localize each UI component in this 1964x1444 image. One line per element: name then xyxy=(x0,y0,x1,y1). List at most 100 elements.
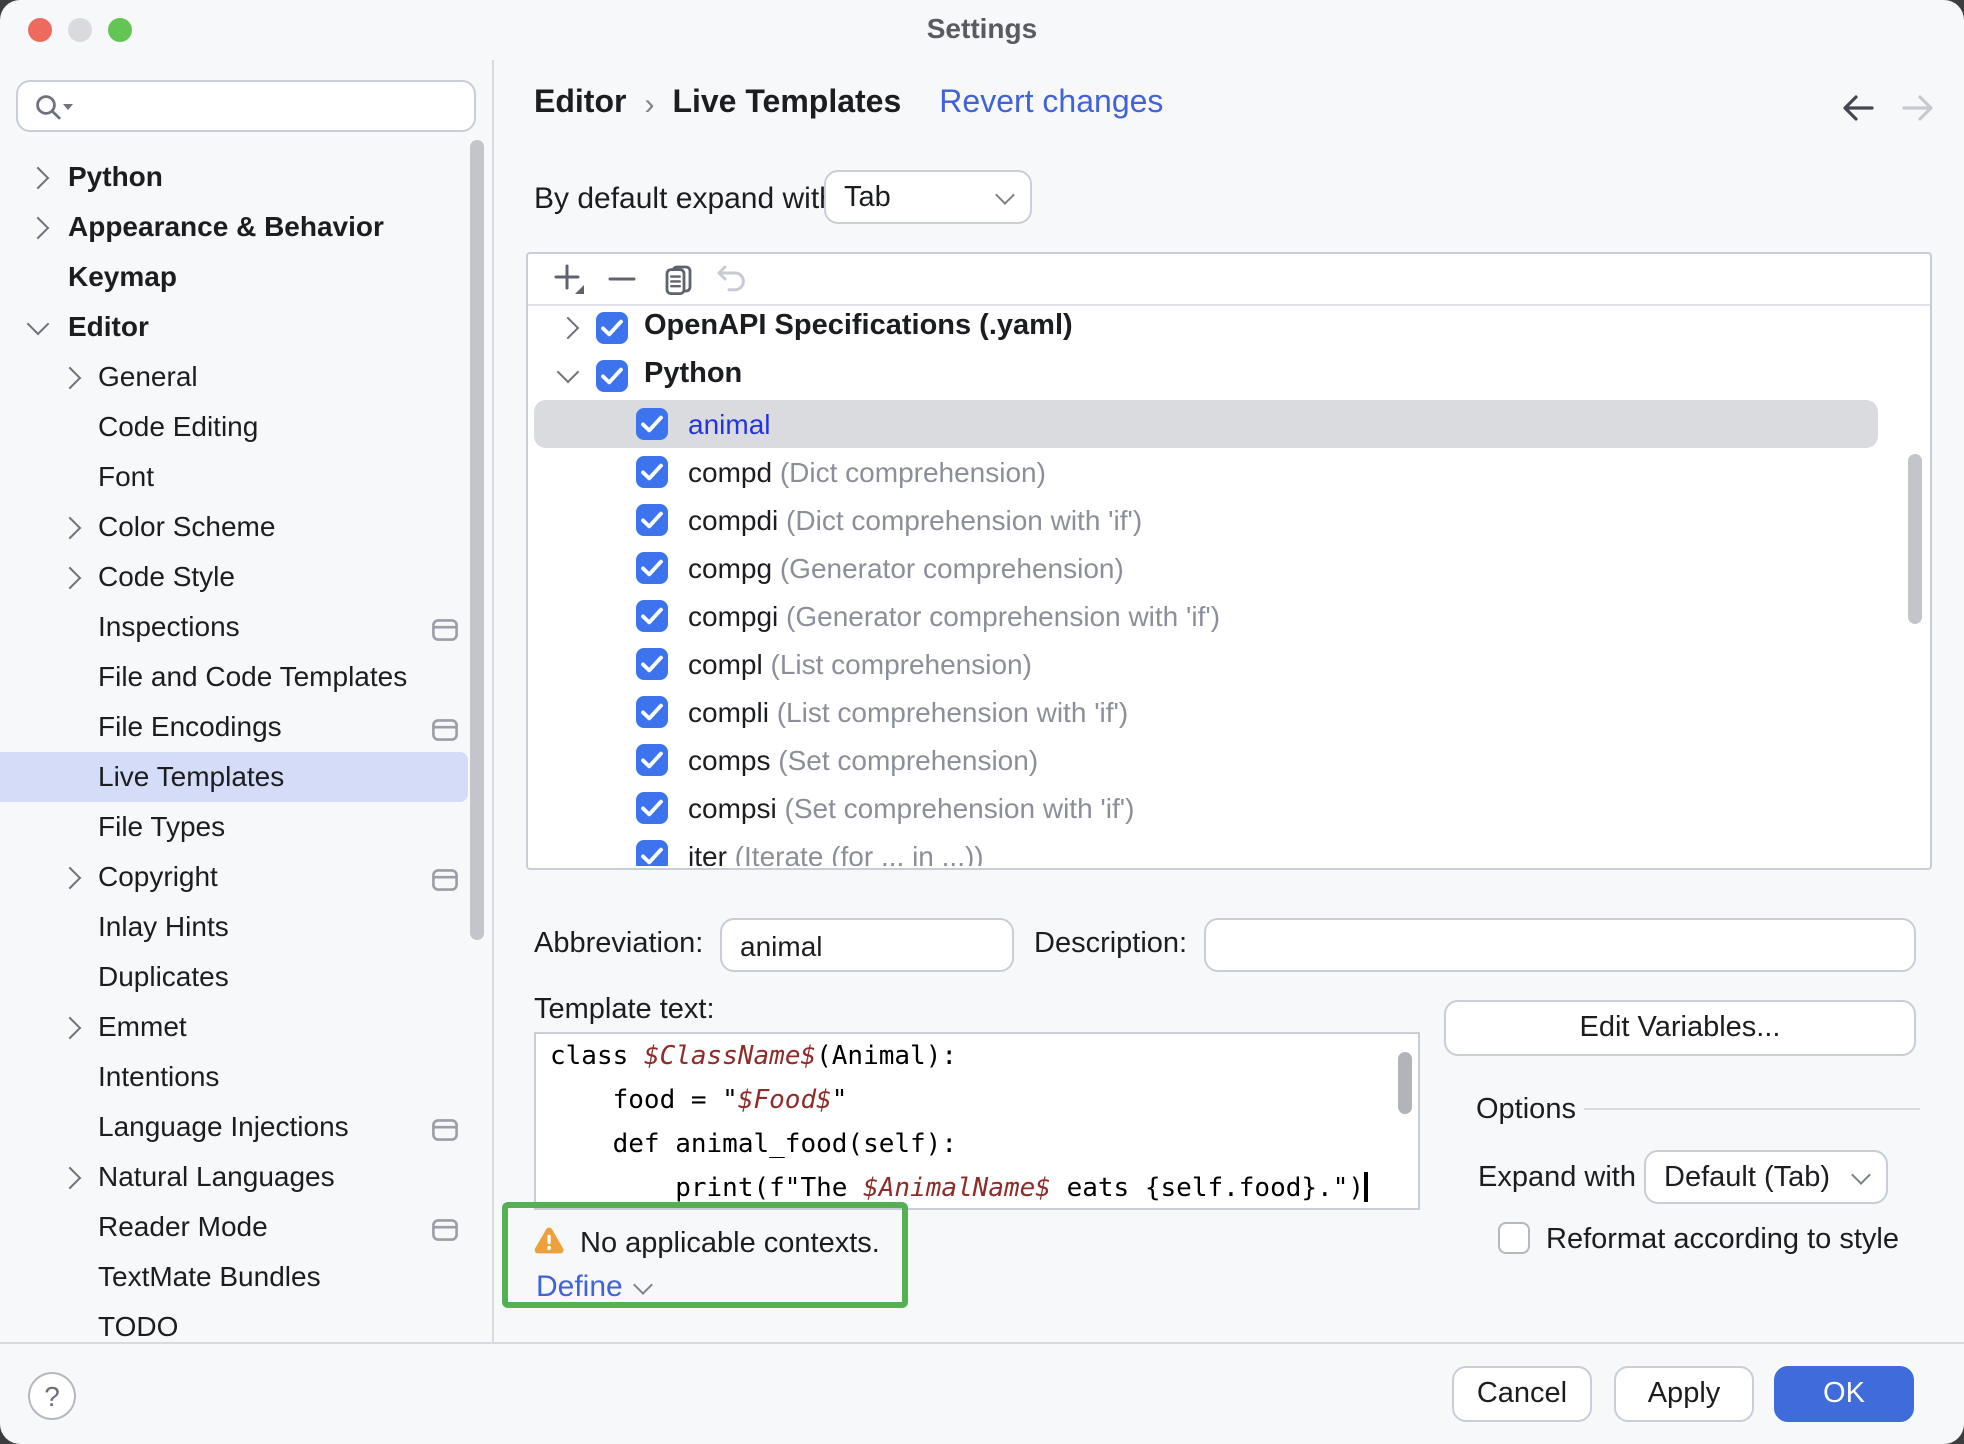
template-row-compsi[interactable]: compsi (Set comprehension with 'if') xyxy=(528,784,1930,832)
ok-button[interactable]: OK xyxy=(1774,1366,1914,1422)
sidebar-item-file-encodings[interactable]: File Encodings xyxy=(0,702,492,752)
remove-template-button[interactable] xyxy=(606,264,638,302)
options-title: Options xyxy=(1476,1094,1576,1126)
sidebar-item-label: Language Injections xyxy=(98,1110,349,1142)
chevron-right-icon[interactable] xyxy=(556,316,580,340)
chevron-right-icon[interactable] xyxy=(58,566,82,590)
warning-icon xyxy=(532,1226,566,1262)
template-row-comps[interactable]: comps (Set comprehension) xyxy=(528,736,1930,784)
sidebar-item-font[interactable]: Font xyxy=(0,452,492,502)
template-row-compgi[interactable]: compgi (Generator comprehension with 'if… xyxy=(528,592,1930,640)
define-contexts-link[interactable]: Define xyxy=(536,1270,654,1304)
sidebar-item-textmate-bundles[interactable]: TextMate Bundles xyxy=(0,1252,492,1302)
template-row-python[interactable]: Python xyxy=(528,352,1930,400)
sidebar-item-keymap[interactable]: Keymap xyxy=(0,252,492,302)
expand-default-select[interactable]: Tab xyxy=(824,170,1032,224)
chevron-right-icon[interactable] xyxy=(58,366,82,390)
template-row-compdi[interactable]: compdi (Dict comprehension with 'if') xyxy=(528,496,1930,544)
sidebar-item-copyright[interactable]: Copyright xyxy=(0,852,492,902)
sidebar-item-natural-languages[interactable]: Natural Languages xyxy=(0,1152,492,1202)
code-scrollbar[interactable] xyxy=(1398,1052,1412,1114)
minimize-button[interactable] xyxy=(68,18,92,42)
description-field[interactable] xyxy=(1204,918,1916,972)
checkbox-python[interactable] xyxy=(596,360,628,392)
chevron-down-icon[interactable] xyxy=(26,312,50,336)
sidebar-item-inlay-hints[interactable]: Inlay Hints xyxy=(0,902,492,952)
template-list-scrollbar[interactable] xyxy=(1908,454,1922,624)
sidebar-item-file-types[interactable]: File Types xyxy=(0,802,492,852)
checkbox-openapi-specifications-yaml[interactable] xyxy=(596,312,628,344)
sidebar-item-emmet[interactable]: Emmet xyxy=(0,1002,492,1052)
sidebar-item-general[interactable]: General xyxy=(0,352,492,402)
template-row-compli[interactable]: compli (List comprehension with 'if') xyxy=(528,688,1930,736)
sidebar-item-code-style[interactable]: Code Style xyxy=(0,552,492,602)
sidebar-item-appearance-behavior[interactable]: Appearance & Behavior xyxy=(0,202,492,252)
template-group-label: OpenAPI Specifications (.yaml) xyxy=(644,310,1073,342)
sidebar-item-inspections[interactable]: Inspections xyxy=(0,602,492,652)
minus-icon xyxy=(608,277,636,281)
search-input[interactable] xyxy=(16,80,476,132)
reformat-checkbox[interactable] xyxy=(1498,1222,1530,1254)
checkbox-iter[interactable] xyxy=(636,840,668,866)
checkbox-compd[interactable] xyxy=(636,456,668,488)
cancel-button[interactable]: Cancel xyxy=(1452,1366,1592,1422)
abbreviation-field[interactable] xyxy=(720,918,1014,972)
checkbox-compl[interactable] xyxy=(636,648,668,680)
code-line: class $ClassName$(Animal): xyxy=(550,1036,1418,1080)
forward-button[interactable] xyxy=(1900,94,1936,128)
sidebar-item-duplicates[interactable]: Duplicates xyxy=(0,952,492,1002)
zoom-button[interactable] xyxy=(108,18,132,42)
sidebar-item-todo[interactable]: TODO xyxy=(0,1302,492,1352)
template-row-compd[interactable]: compd (Dict comprehension) xyxy=(528,448,1930,496)
breadcrumb-editor[interactable]: Editor xyxy=(534,86,627,120)
checkbox-compli[interactable] xyxy=(636,696,668,728)
chevron-right-icon[interactable] xyxy=(58,516,82,540)
template-row-compl[interactable]: compl (List comprehension) xyxy=(528,640,1930,688)
template-text-editor[interactable]: class $ClassName$(Animal): food = "$Food… xyxy=(534,1032,1420,1210)
chevron-right-icon[interactable] xyxy=(26,216,50,240)
chevron-right-icon[interactable] xyxy=(58,1016,82,1040)
help-button[interactable]: ? xyxy=(28,1372,76,1420)
restore-defaults-button[interactable] xyxy=(714,264,750,300)
close-button[interactable] xyxy=(28,18,52,42)
add-template-button[interactable] xyxy=(552,262,588,304)
template-description: (List comprehension with 'if') xyxy=(768,696,1129,728)
chevron-down-icon[interactable] xyxy=(556,360,580,384)
sidebar-item-editor[interactable]: Editor xyxy=(0,302,492,352)
sidebar-scrollbar[interactable] xyxy=(470,140,484,940)
chevron-right-icon[interactable] xyxy=(58,866,82,890)
apply-button[interactable]: Apply xyxy=(1614,1366,1754,1422)
sidebar-item-color-scheme[interactable]: Color Scheme xyxy=(0,502,492,552)
sidebar-item-language-injections[interactable]: Language Injections xyxy=(0,1102,492,1152)
chevron-right-icon[interactable] xyxy=(58,1166,82,1190)
sidebar-item-code-editing[interactable]: Code Editing xyxy=(0,402,492,452)
sidebar-item-intentions[interactable]: Intentions xyxy=(0,1052,492,1102)
checkbox-comps[interactable] xyxy=(636,744,668,776)
template-row-compg[interactable]: compg (Generator comprehension) xyxy=(528,544,1930,592)
expand-with-select[interactable]: Default (Tab) xyxy=(1644,1150,1888,1204)
duplicate-template-button[interactable] xyxy=(660,262,696,304)
template-row-animal[interactable]: animal xyxy=(528,400,1930,448)
back-button[interactable] xyxy=(1840,94,1876,128)
template-row-iter[interactable]: iter (Iterate (for ... in ...)) xyxy=(528,832,1930,866)
sidebar-item-python[interactable]: Python xyxy=(0,152,492,202)
code-text: food = " xyxy=(550,1086,738,1116)
edit-variables-button[interactable]: Edit Variables... xyxy=(1444,1000,1916,1056)
sidebar-item-file-and-code-templates[interactable]: File and Code Templates xyxy=(0,652,492,702)
code-text: (Animal): xyxy=(816,1042,958,1072)
sidebar-item-label: File Encodings xyxy=(98,710,282,742)
template-name: compl xyxy=(688,648,763,680)
checkbox-compgi[interactable] xyxy=(636,600,668,632)
revert-changes-link[interactable]: Revert changes xyxy=(939,86,1164,120)
sidebar-item-live-templates[interactable]: Live Templates xyxy=(0,752,468,802)
checkbox-compg[interactable] xyxy=(636,552,668,584)
checkbox-animal[interactable] xyxy=(636,408,668,440)
checkbox-compsi[interactable] xyxy=(636,792,668,824)
chevron-right-icon[interactable] xyxy=(26,166,50,190)
template-row-openapi-specifications-yaml[interactable]: OpenAPI Specifications (.yaml) xyxy=(528,304,1930,352)
plus-icon xyxy=(554,264,584,294)
checkbox-compdi[interactable] xyxy=(636,504,668,536)
sidebar-item-reader-mode[interactable]: Reader Mode xyxy=(0,1202,492,1252)
modified-indicator-icon xyxy=(432,616,458,648)
